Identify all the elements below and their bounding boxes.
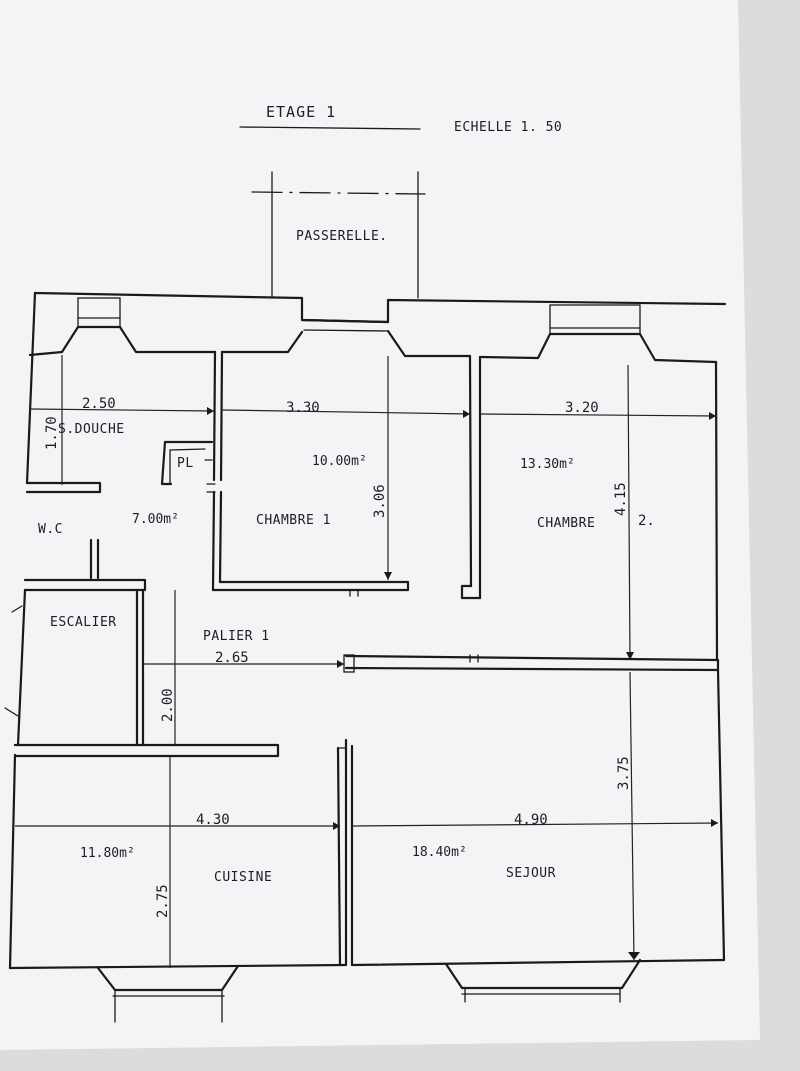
room-bedroom-1: 3.30 10.00m² CHAMBRE 1 3.06: [256, 400, 388, 528]
shower-area: 7.00m²: [132, 512, 179, 527]
bedroom1-name: CHAMBRE 1: [256, 513, 331, 528]
kitchen-depth: 2.75: [155, 884, 171, 918]
shower-depth: 1.70: [44, 416, 60, 450]
shower-name: S.DOUCHE: [58, 422, 125, 437]
room-shower: 2.50 S.DOUCHE 1.70 7.00m²: [44, 396, 179, 527]
bedroom1-area: 10.00m²: [312, 454, 367, 469]
scale-label: ECHELLE 1. 50: [454, 120, 562, 135]
bedroom1-depth: 3.06: [372, 484, 388, 518]
arrow-heads: [207, 407, 718, 960]
kitchen-width: 4.30: [196, 812, 230, 828]
bedroom2-area: 13.30m²: [520, 457, 575, 472]
exterior-walls: [8, 291, 727, 970]
kitchen-name: CUISINE: [214, 870, 272, 885]
floor-title: ETAGE 1: [266, 103, 336, 121]
kitchen-area: 11.80m²: [80, 846, 135, 861]
landing-width: 2.65: [215, 650, 249, 666]
stairs-label: ESCALIER: [50, 615, 117, 630]
room-bedroom-2: 3.20 13.30m² CHAMBRE 2. 4.15: [520, 400, 655, 531]
bedroom2-number: 2.: [638, 513, 655, 529]
dimension-lines: [15, 355, 719, 968]
landing-depth: 2.00: [160, 688, 176, 722]
room-living: 4.90 18.40m² SEJOUR 3.75: [412, 756, 632, 881]
living-area: 18.40m²: [412, 845, 467, 860]
walkway-label: PASSERELLE.: [296, 229, 388, 244]
interior-walls: [4, 350, 720, 967]
walkway: PASSERELLE.: [251, 171, 426, 299]
shower-width: 2.50: [82, 396, 116, 412]
room-landing: PALIER 1 2.65 2.00: [160, 629, 270, 722]
closet-label: PL: [177, 456, 194, 471]
paper: [0, 0, 760, 1050]
bedroom2-depth: 4.15: [613, 482, 629, 516]
landing-name: PALIER 1: [203, 629, 270, 644]
room-kitchen: 4.30 11.80m² CUISINE 2.75: [80, 812, 272, 918]
bedroom2-width: 3.20: [565, 400, 599, 416]
living-width: 4.90: [514, 812, 548, 828]
bedroom2-name: CHAMBRE: [537, 516, 595, 531]
bedroom1-width: 3.30: [286, 400, 320, 416]
title-underline: [239, 126, 421, 130]
living-name: SEJOUR: [506, 866, 556, 881]
wc-label: W.C: [38, 522, 63, 537]
living-depth: 3.75: [616, 756, 632, 790]
window-bays: [28, 297, 718, 1023]
